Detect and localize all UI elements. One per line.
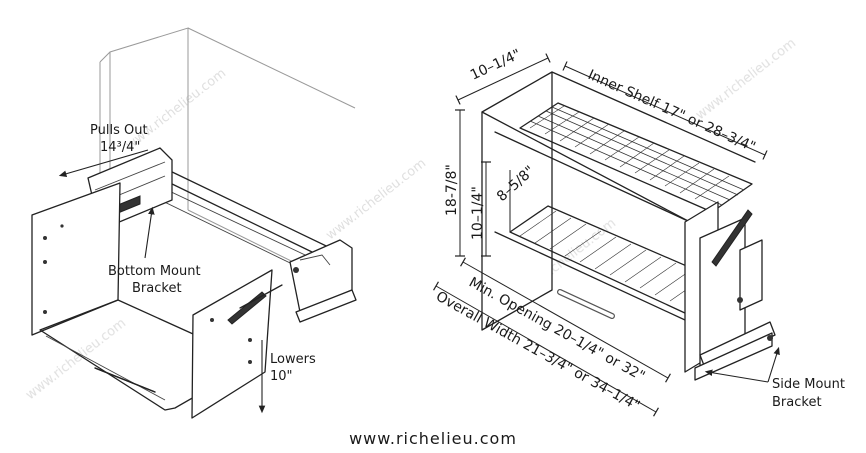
watermark-pattern: www.richelieu.com www.richelieu.com www.… (23, 36, 799, 403)
watermark-text: www.richelieu.com (323, 156, 429, 243)
right-figure-unit (481, 71, 776, 381)
side-mount-line1: Side Mount (772, 377, 845, 392)
bottom-mount-line1: Bottom Mount (108, 264, 201, 279)
bottom-mount-annotation: Bottom Mount Bracket (108, 206, 201, 296)
bottom-mount-line2: Bracket (132, 281, 182, 296)
overall-width-dimension: Overall Width 21–3/4" or 34–1/4" (432, 281, 660, 417)
lowers-label: Lowers (270, 352, 316, 367)
side-mount-arrow (767, 346, 780, 383)
side-mount-arrow (704, 369, 769, 383)
height-lower-dimension: 10–1/4" (470, 161, 491, 257)
lowers-annotation: Lowers 10" (258, 340, 316, 414)
footer-url: www.richelieu.com (349, 429, 517, 448)
height-total-dimension: 18-7/8" (444, 109, 465, 257)
pulls-out-value: 14³/4" (100, 140, 140, 155)
pulls-out-annotation: Pulls Out 14³/4" (58, 123, 149, 177)
side-mount-annotation: Side Mount Bracket (704, 346, 845, 410)
side-mount-line2: Bracket (772, 395, 822, 410)
depth-label: 10–1/4" (468, 46, 524, 83)
height-total-label: 18-7/8" (444, 164, 460, 216)
lowers-value: 10" (270, 369, 293, 384)
bottom-mount-arrow (144, 206, 155, 259)
height-lower-label: 10–1/4" (470, 186, 486, 240)
pulls-out-arrow (58, 149, 149, 177)
pulls-out-label: Pulls Out (90, 123, 148, 138)
watermark-text: www.richelieu.com (693, 36, 799, 123)
left-figure-cabinet (31, 27, 357, 419)
